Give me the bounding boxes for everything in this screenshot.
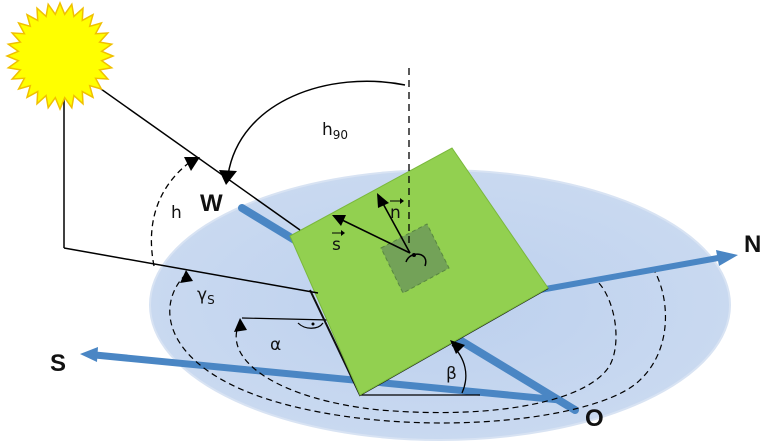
normal-vector-line: [380, 199, 411, 254]
compass-north-label: N: [744, 231, 760, 258]
h-arc: [150, 161, 191, 267]
surface-azimuth-label: α: [270, 335, 281, 355]
sun-vector-line: [337, 217, 411, 254]
h90-arrowhead: [219, 170, 237, 185]
sun-vector-arrowhead: [332, 215, 346, 226]
panel-reference-square: [380, 223, 450, 294]
normal-vector-label: n: [390, 203, 401, 223]
h-arrowhead: [184, 157, 200, 171]
south-arrowhead: [80, 347, 98, 362]
zenith-angle-label: h90: [322, 120, 348, 142]
alpha-right-angle-marker: [297, 322, 324, 329]
sun-ground-projection: [63, 247, 319, 294]
gamma-s-arrowhead: [180, 270, 193, 283]
alpha-foot-point: [311, 322, 315, 326]
compass-west-label: W: [200, 190, 223, 217]
sun-core: [22, 18, 98, 94]
north-axis: [537, 255, 721, 293]
sun-azimuth-label: γS: [197, 285, 215, 307]
tilt-angle-label: β: [446, 364, 457, 384]
compass-east-label: O: [585, 405, 604, 432]
sun-elevation-label: h: [171, 203, 182, 223]
normal-vector-label-arrowtip: [400, 198, 404, 204]
normal-vector-arrowhead: [377, 193, 389, 208]
gamma-s-arc: [169, 271, 667, 424]
sun-icon: [5, 1, 115, 111]
sun-vector-label: s: [332, 235, 341, 255]
alpha-ref-line: [241, 317, 331, 321]
south-east-axis: [91, 351, 564, 404]
h90-arc: [227, 80, 406, 176]
normal-right-angle-marker: [405, 253, 427, 267]
beta-arrowhead: [450, 340, 465, 354]
normal-foot-point: [412, 253, 416, 257]
compass-south-label: S: [50, 350, 66, 377]
sun-vector-label-arrowtip: [341, 230, 345, 236]
north-arrowhead: [716, 250, 738, 266]
alpha-arrowhead: [234, 318, 247, 332]
